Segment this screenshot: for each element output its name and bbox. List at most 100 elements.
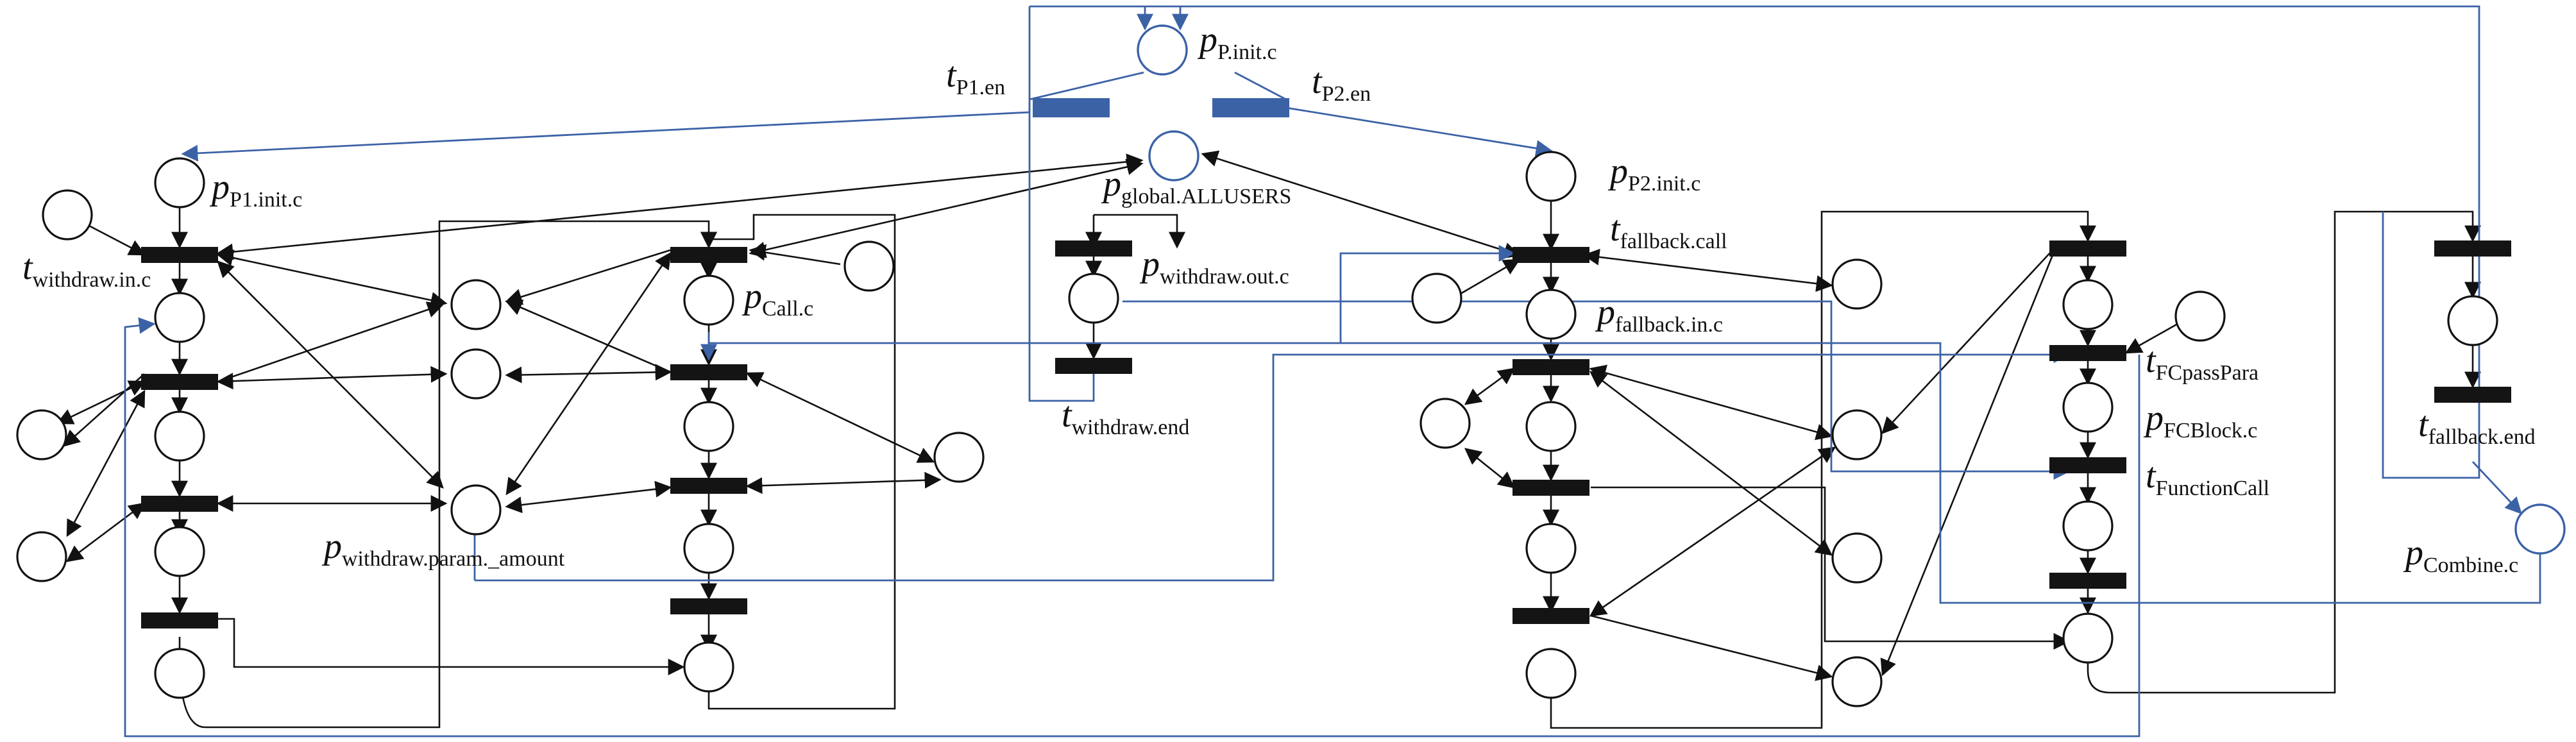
arc-blue bbox=[1028, 6, 1095, 402]
label-t-fallback-end: tfallback.end bbox=[2418, 405, 2536, 449]
place-Call bbox=[683, 274, 734, 326]
arc bbox=[2087, 210, 2481, 694]
arc bbox=[216, 366, 448, 390]
arc-blue bbox=[1030, 5, 2480, 479]
arc-blue bbox=[1285, 106, 1553, 157]
labels: pP.init.c tP1.en tP2.en pP1.init.c pglob… bbox=[22, 20, 2536, 577]
place-p1-d bbox=[154, 648, 205, 699]
arc bbox=[1094, 214, 1185, 249]
transition-fb-3 bbox=[1513, 480, 1589, 496]
arc bbox=[2124, 323, 2178, 354]
transition-fc-1 bbox=[2049, 240, 2126, 257]
place-m1 bbox=[450, 279, 502, 330]
place-fb-left-2 bbox=[1419, 398, 1471, 449]
arc bbox=[178, 220, 717, 729]
place-fb-left-in bbox=[1411, 273, 1462, 324]
arc bbox=[749, 244, 841, 266]
place-left-input bbox=[42, 189, 93, 240]
transition-fc-4 bbox=[2049, 573, 2126, 589]
place-fb-r1 bbox=[1831, 258, 1883, 310]
label-t-P2-en: tP2.en bbox=[1312, 62, 1371, 106]
label-t-FunctionCall: tFunctionCall bbox=[2146, 456, 2269, 500]
arc-blue bbox=[1029, 71, 1144, 101]
transition-call-3 bbox=[670, 478, 747, 494]
transitions bbox=[141, 98, 2511, 628]
place-global-ALLUSERS bbox=[1148, 130, 1199, 181]
label-p-withdraw-out: pwithdraw.out.c bbox=[1139, 244, 1289, 289]
arc bbox=[1881, 249, 2053, 434]
place-fc-c bbox=[2062, 612, 2114, 664]
place-Combine bbox=[2514, 503, 2566, 555]
label-t-FCpassPara: tFCpassPara bbox=[2146, 341, 2258, 385]
label-p-global-ALLUSERS: pglobal.ALLUSERS bbox=[1101, 164, 1291, 208]
place-fb-r4 bbox=[1831, 656, 1883, 707]
arc bbox=[1590, 614, 1833, 681]
arc bbox=[1464, 448, 1516, 489]
place-fb-r2 bbox=[1831, 409, 1883, 460]
transition-fallback-end bbox=[2434, 387, 2511, 403]
place-fc-a bbox=[2062, 279, 2114, 330]
transition-fe-1 bbox=[2434, 240, 2511, 257]
transition-p1-3 bbox=[141, 496, 218, 512]
arc bbox=[86, 223, 146, 256]
transition-call-2 bbox=[670, 364, 747, 380]
arc bbox=[1550, 210, 2096, 729]
label-p-FCBlock: pFCBlock.c bbox=[2143, 398, 2257, 443]
place-m2 bbox=[450, 348, 502, 400]
label-p-P1-init: pP1.init.c bbox=[209, 167, 302, 212]
place-withdraw-out bbox=[1068, 273, 1119, 324]
transition-fb-4 bbox=[1513, 608, 1589, 624]
arc bbox=[1589, 446, 1836, 617]
label-p-withdraw-param: pwithdraw.param._amount bbox=[321, 527, 565, 571]
place-fb-r3 bbox=[1831, 532, 1883, 584]
place-fallback-in bbox=[1525, 289, 1577, 340]
place-call-right bbox=[933, 432, 985, 483]
arc bbox=[1452, 258, 1521, 299]
place-fb-b bbox=[1525, 523, 1577, 574]
arc bbox=[505, 299, 671, 373]
label-p-Call: pCall.c bbox=[741, 276, 813, 321]
arc bbox=[63, 373, 145, 447]
transition-fb-2 bbox=[1513, 359, 1589, 375]
arc-blue bbox=[1123, 300, 2071, 480]
label-p-Combine: pCombine.c bbox=[2403, 533, 2518, 577]
transition-call-1 bbox=[670, 247, 747, 263]
arc bbox=[505, 249, 671, 305]
arc bbox=[749, 158, 1144, 258]
arc bbox=[65, 502, 146, 562]
arc bbox=[505, 364, 672, 384]
place-call-a bbox=[683, 401, 734, 452]
place-call-b bbox=[683, 523, 734, 574]
arc bbox=[217, 301, 445, 383]
label-p-P2-init: pP2.init.c bbox=[1607, 151, 1700, 196]
label-p-fallback-in: pfallback.in.c bbox=[1595, 292, 1723, 337]
label-t-withdraw-in: twithdraw.in.c bbox=[22, 248, 151, 292]
place-P1-init bbox=[154, 157, 205, 208]
arc-blue bbox=[1234, 71, 1287, 101]
transition-call-4 bbox=[670, 598, 747, 614]
arc bbox=[1201, 150, 1521, 259]
arcs bbox=[56, 5, 2541, 738]
arc bbox=[1582, 248, 1833, 292]
label-p-P-init: pP.init.c bbox=[1197, 20, 1277, 64]
places bbox=[16, 24, 2566, 707]
place-fb-c bbox=[1525, 648, 1577, 699]
place-P2-init bbox=[1525, 151, 1577, 202]
transition-withdraw-out-in bbox=[1055, 240, 1132, 257]
arc bbox=[505, 480, 672, 514]
place-P-init bbox=[1137, 24, 1188, 76]
arc-blue bbox=[124, 317, 2140, 738]
arc bbox=[1591, 486, 2071, 650]
arc bbox=[1589, 371, 1833, 556]
arc bbox=[1589, 364, 1833, 441]
place-withdraw-param-amount bbox=[450, 484, 502, 535]
label-t-withdraw-end: twithdraw.end bbox=[1062, 395, 1189, 439]
place-p1-b bbox=[154, 410, 205, 462]
arc bbox=[745, 471, 942, 494]
transition-p1-2 bbox=[141, 374, 218, 390]
transition-withdraw-end bbox=[1055, 358, 1132, 374]
transition-fallback-call bbox=[1513, 247, 1589, 263]
transition-FunctionCall bbox=[2049, 457, 2126, 473]
place-left-1 bbox=[16, 409, 67, 460]
